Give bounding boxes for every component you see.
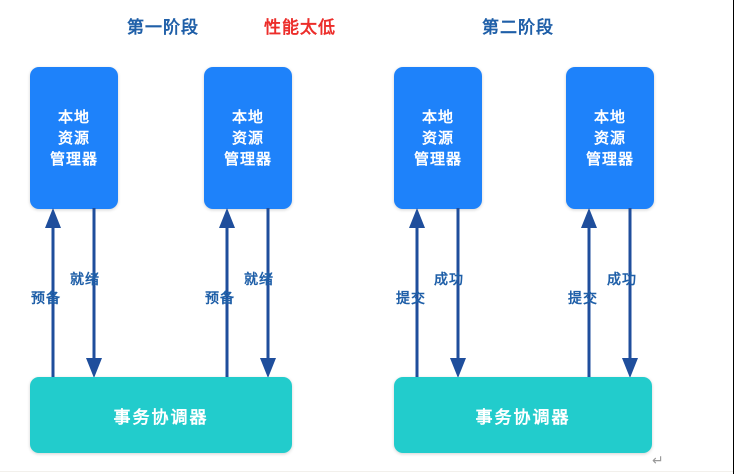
resource-manager-box-3: 本地 资源 管理器 — [394, 67, 482, 209]
resource-manager-line-2: 资源 — [231, 129, 264, 147]
arrow-label-commit-2: 提交 — [568, 290, 598, 306]
arrow-label-success-1: 成功 — [434, 271, 464, 287]
phase-one-title: 第一阶段 — [127, 18, 199, 37]
page-bottom-edge — [0, 471, 733, 472]
arrow-down-success-2 — [621, 208, 639, 378]
arrow-up-prepare-1 — [44, 208, 62, 378]
arrow-up-commit-2 — [580, 208, 598, 378]
resource-manager-line-2: 资源 — [57, 129, 90, 147]
arrow-down-ready-2 — [259, 208, 277, 378]
arrow-label-ready-1: 就绪 — [70, 271, 100, 287]
resource-manager-line-3: 管理器 — [223, 150, 272, 168]
transaction-coordinator-box-2: 事务协调器 — [394, 377, 652, 453]
paragraph-return-mark: ↵ — [652, 452, 664, 468]
arrow-up-prepare-2 — [218, 208, 236, 378]
arrow-down-success-1 — [449, 208, 467, 378]
resource-manager-line-1: 本地 — [57, 108, 90, 126]
arrow-label-success-2: 成功 — [607, 271, 637, 287]
arrow-label-prepare-2: 预备 — [205, 290, 235, 306]
performance-note-label: 性能太低 — [264, 18, 336, 37]
transaction-coordinator-label: 事务协调器 — [475, 407, 571, 427]
arrow-up-commit-1 — [408, 208, 426, 378]
transaction-coordinator-label: 事务协调器 — [113, 407, 209, 427]
arrow-label-commit-1: 提交 — [396, 290, 426, 306]
phase-two-title: 第二阶段 — [482, 18, 554, 37]
resource-manager-line-3: 管理器 — [585, 150, 634, 168]
resource-manager-line-3: 管理器 — [413, 150, 462, 168]
resource-manager-line-2: 资源 — [421, 129, 454, 147]
resource-manager-line-1: 本地 — [231, 108, 264, 126]
resource-manager-box-2: 本地 资源 管理器 — [204, 67, 292, 209]
resource-manager-line-2: 资源 — [593, 129, 626, 147]
resource-manager-line-1: 本地 — [421, 108, 454, 126]
resource-manager-box-1: 本地 资源 管理器 — [30, 67, 118, 209]
arrow-label-ready-2: 就绪 — [244, 271, 274, 287]
page-right-border — [733, 0, 734, 474]
arrow-label-prepare-1: 预备 — [31, 290, 61, 306]
resource-manager-box-4: 本地 资源 管理器 — [566, 67, 654, 209]
transaction-coordinator-box-1: 事务协调器 — [30, 377, 292, 453]
resource-manager-line-3: 管理器 — [49, 150, 98, 168]
arrow-down-ready-1 — [85, 208, 103, 378]
resource-manager-line-1: 本地 — [593, 108, 626, 126]
